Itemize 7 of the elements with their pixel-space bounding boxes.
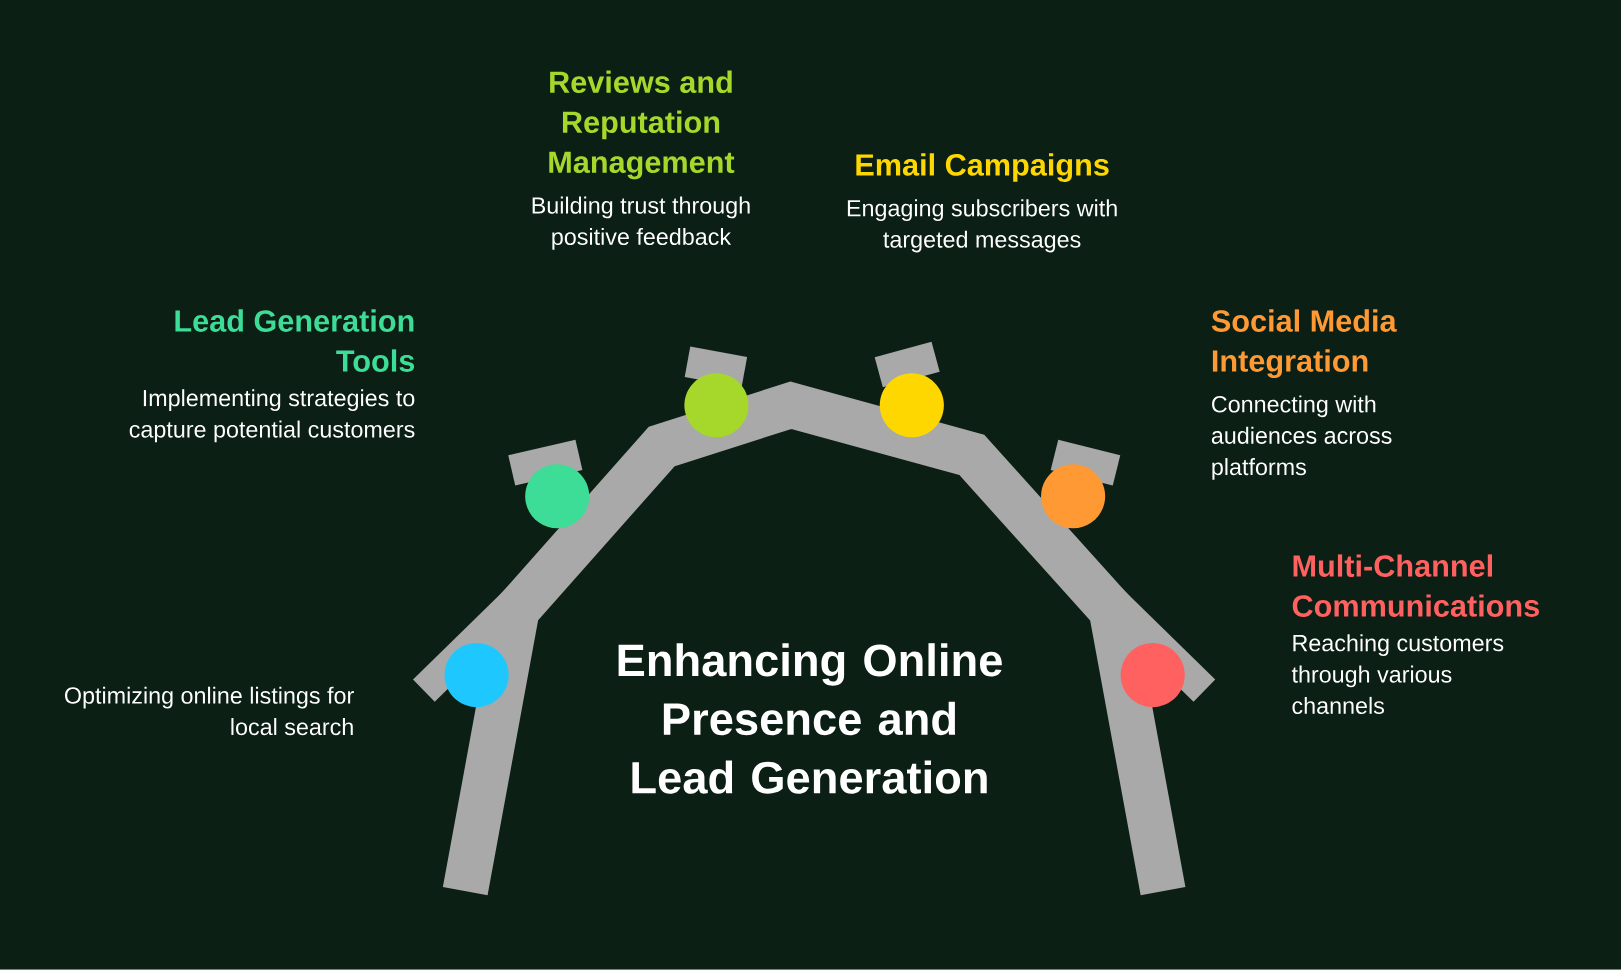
feature-item: Social Media Integration Connecting with audiences across platforms	[1211, 309, 1397, 480]
title: Enhancing Online Presence and Lead Generation	[618, 643, 1002, 794]
feature-item: Multi-Channel Communications Reaching customers through various channels	[1291, 554, 1539, 715]
feature-item: Optimizing online listings for local search	[65, 686, 354, 736]
feature-item: Lead Generation Tools Implementing strategies to capture potential customers	[129, 309, 415, 443]
feature-item: Reviews and Reputation Management Building trust through positive feedback	[532, 70, 750, 250]
feature-item: Email Campaigns Engaging subscribers with targeted messages	[847, 153, 1117, 253]
